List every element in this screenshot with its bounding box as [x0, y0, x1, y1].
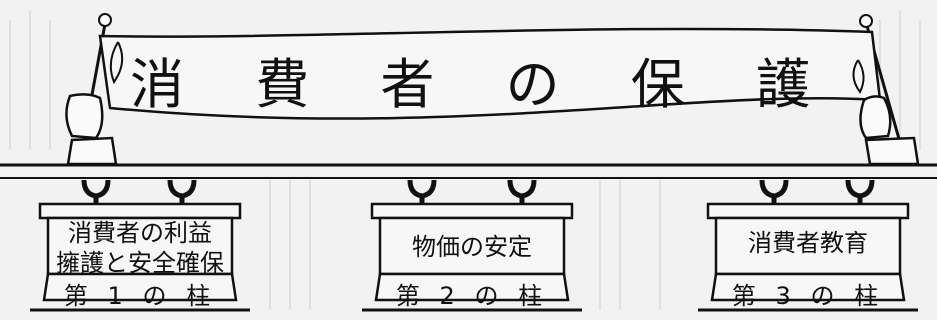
banner-knot-left [109, 41, 124, 85]
pillar-3-number: 第 3 の 柱 [731, 282, 885, 310]
pillar-1-number: 第 1 の 柱 [63, 282, 217, 310]
pillar-1-label-line: 擁護と安全確保 [56, 249, 224, 277]
right-hand [859, 95, 920, 166]
pillar-brackets [81, 179, 875, 208]
banner-char: 保 [630, 52, 685, 116]
pillar-1 [30, 202, 250, 312]
pillar-2-number: 第 2 の 柱 [395, 282, 549, 310]
banner-char: 費 [255, 52, 310, 116]
pillar-3 [698, 202, 918, 312]
banner-char: 護 [755, 52, 810, 116]
banner-title: 消 費 者 の 保 護 [130, 34, 810, 124]
pillar-3-label-line: 消費者教育 [748, 229, 868, 257]
pillar-1-label-line: 消費者の利益 [68, 219, 212, 247]
banner-knot-right [852, 59, 865, 94]
banner-char: 消 [130, 52, 184, 116]
pillar-2-label-line: 物価の安定 [412, 233, 532, 261]
background-texture [9, 10, 921, 310]
pillar-1-label: 消費者の利益 擁護と安全確保 [48, 218, 232, 278]
pillar-2-label: 物価の安定 [380, 232, 564, 262]
pillar-3-label: 消費者教育 [716, 228, 900, 258]
pillar-2 [362, 202, 582, 312]
banner-char: の [505, 52, 560, 116]
banner-char: 者 [380, 52, 435, 116]
